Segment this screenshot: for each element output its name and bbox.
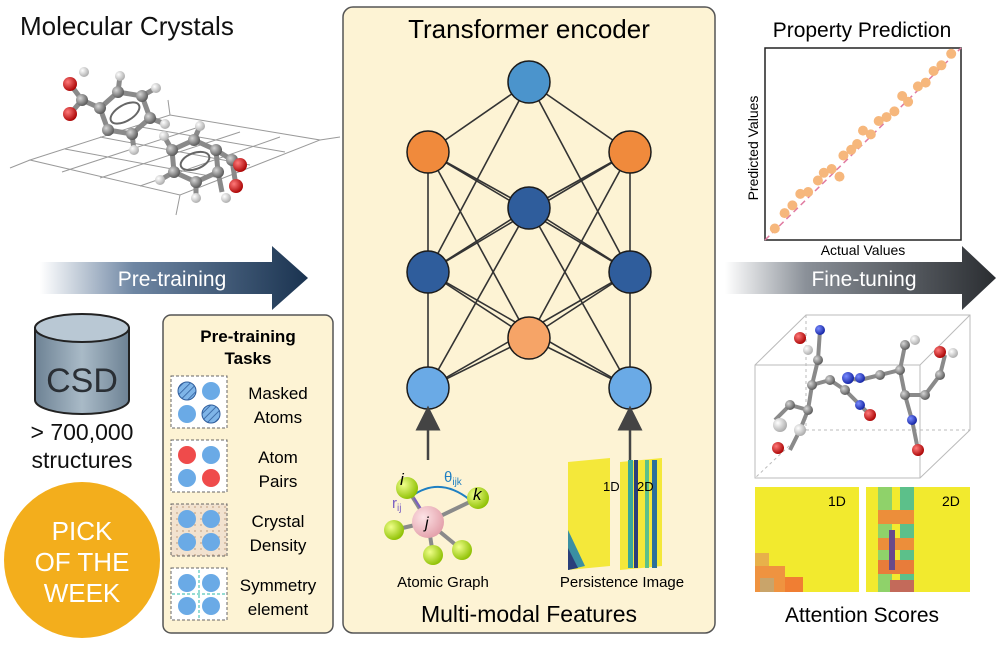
scatter-point [826, 164, 837, 174]
tasks-title-line-2: Tasks [225, 349, 272, 368]
scatter-point [838, 150, 849, 161]
task-label-line2: Atoms [254, 408, 302, 427]
scatter-point [903, 96, 914, 107]
task-label-line1: Masked [248, 384, 308, 403]
identity-line [764, 47, 962, 241]
node-output [507, 60, 551, 104]
persistence-2d-label: 2D [637, 479, 654, 494]
task-masked-atoms: Masked Atoms [170, 375, 308, 429]
atom-k [467, 487, 489, 509]
task-atom-pairs: Atom Pairs [170, 439, 298, 493]
scatter-point [858, 125, 868, 136]
finetuning-arrow-label: Fine-tuning [811, 268, 916, 291]
task-label-line2: element [248, 600, 309, 619]
scatter-point [928, 66, 939, 76]
structure-unit: structures [32, 447, 133, 473]
property-prediction-title: Property Prediction [773, 19, 952, 42]
node-layer3-center [507, 186, 551, 230]
scatter-point [889, 106, 900, 117]
atom-i [396, 477, 418, 499]
task-label-line1: Crystal [252, 512, 305, 531]
node-input-left [406, 366, 450, 410]
symbol-i: i [400, 470, 405, 489]
attention-map-2d: 2D [866, 487, 970, 592]
badge-line-3: WEEK [44, 578, 121, 608]
tasks-title-line-1: Pre-training [200, 327, 295, 346]
scatter-point [795, 188, 806, 199]
x-axis-label: Actual Values [821, 242, 906, 258]
node-layer4-left [406, 250, 450, 294]
y-axis-label: Predicted Values [745, 96, 761, 201]
network-edges [427, 81, 631, 389]
task-label-line2: Pairs [259, 472, 298, 491]
pretraining-arrow-label: Pre-training [118, 268, 227, 291]
attention-scores-title: Attention Scores [785, 604, 939, 627]
scatter-point [787, 200, 798, 211]
scatter-point [834, 171, 845, 182]
scatter-point [920, 77, 931, 88]
attention-map-1d: 1D [755, 487, 859, 592]
badge-line-2: OF THE [35, 547, 130, 577]
network-nodes [406, 60, 652, 410]
scatter-point [812, 175, 823, 186]
benzoic-molecule-2 [155, 121, 247, 203]
pretraining-tasks-panel: Pre-training Tasks Masked Atoms Atom Pai… [162, 314, 334, 634]
crystal-structure-3d [754, 314, 971, 479]
node-layer2-right [608, 130, 652, 174]
scatter-point [803, 187, 814, 197]
badge-line-1: PICK [52, 516, 113, 546]
database-icon: CSD [34, 313, 130, 415]
symbol-k: k [473, 485, 483, 504]
symbol-theta: θijk [444, 469, 463, 488]
scatter-point [936, 60, 947, 71]
persistence-image-label: Persistence Image [560, 574, 684, 591]
atomic-graph: i j k θijk rij [384, 469, 489, 565]
task-label-line2: Density [250, 536, 307, 555]
scatter-point [865, 129, 876, 140]
task-label-line1: Atom [258, 448, 298, 467]
node-layer2-left [406, 130, 450, 174]
scatter-point [769, 223, 780, 234]
persistence-images: 1D 2D [568, 458, 662, 570]
attention-2d-label: 2D [942, 493, 960, 509]
scatter-point [946, 48, 957, 59]
node-layer4-right [608, 250, 652, 294]
atom-j [412, 506, 444, 538]
pick-of-the-week-badge: PICK OF THE WEEK [4, 482, 160, 638]
scatter-point [779, 208, 790, 219]
scatter-point [873, 116, 884, 126]
scatter-point [852, 139, 863, 149]
database-label: CSD [46, 362, 118, 400]
scatter-point [912, 81, 923, 92]
attention-1d-label: 1D [828, 493, 846, 509]
task-crystal-density: Crystal Density [170, 503, 307, 557]
node-layer5-center [507, 316, 551, 360]
task-symmetry-element: Symmetry element [170, 567, 317, 621]
prediction-chart: Actual Values Predicted Values [745, 47, 962, 258]
persistence-1d-label: 1D [603, 479, 620, 494]
atomic-graph-label: Atomic Graph [397, 574, 489, 591]
molecular-crystals-title: Molecular Crystals [20, 11, 234, 41]
node-input-right [608, 366, 652, 410]
structure-count: > 700,000 [31, 419, 134, 445]
symbol-j: j [423, 515, 429, 532]
transformer-encoder-panel: Transformer encoder [342, 6, 716, 634]
benzoic-molecule-1 [63, 67, 170, 155]
pretraining-arrow: Pre-training [40, 246, 308, 310]
symbol-r: rij [392, 495, 401, 514]
finetuning-arrow: Fine-tuning [725, 246, 996, 310]
task-label-line1: Symmetry [240, 576, 317, 595]
encoder-title: Transformer encoder [408, 14, 650, 44]
scatter-point [818, 167, 829, 178]
scatter-points [769, 48, 957, 234]
scatter-point [881, 112, 892, 123]
multimodal-features-title: Multi-modal Features [421, 601, 637, 627]
